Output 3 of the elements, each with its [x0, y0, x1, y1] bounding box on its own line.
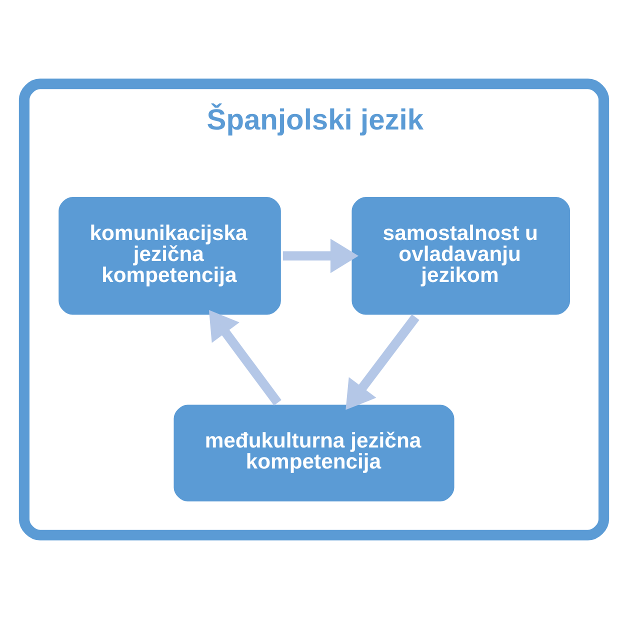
arrow: [346, 314, 420, 410]
arrow: [282, 238, 359, 273]
arrow: [208, 310, 282, 406]
